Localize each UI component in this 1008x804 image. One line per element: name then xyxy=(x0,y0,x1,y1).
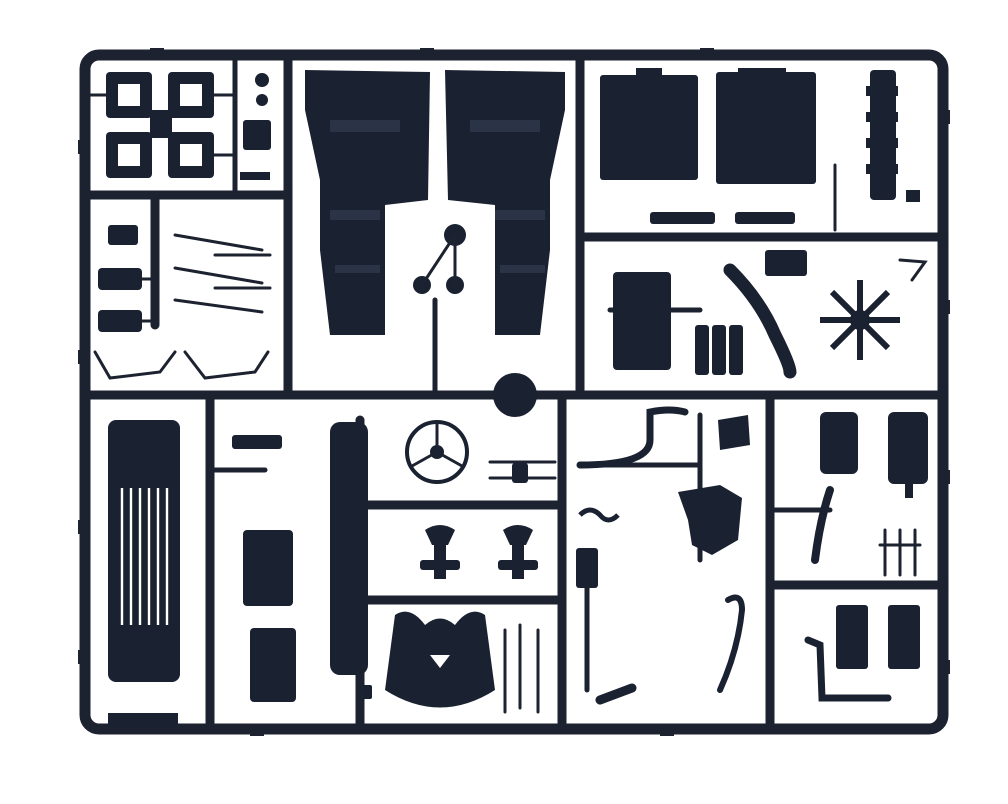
seat-back-parts xyxy=(232,435,296,702)
oil-filter-part xyxy=(576,548,598,693)
cooling-fan-part xyxy=(820,280,900,360)
steering-wheel-part xyxy=(405,420,469,484)
intake-pipe-part xyxy=(811,486,834,564)
small-box-part xyxy=(765,250,807,276)
exhaust-pipe-part xyxy=(723,263,797,379)
bent-pipe-part xyxy=(576,406,689,469)
thin-rod-parts xyxy=(173,233,272,314)
curved-hose-part xyxy=(717,594,746,693)
squiggle-hose-part xyxy=(578,507,620,523)
engine-block-half-right xyxy=(445,70,565,335)
sprue-hub-disc xyxy=(493,373,537,417)
fuel-tank-part xyxy=(613,272,671,370)
gear-lever-part xyxy=(488,460,557,483)
battery-box-parts xyxy=(836,605,920,669)
seat-base-part xyxy=(362,611,495,708)
radiator-stack-part xyxy=(866,70,920,202)
panel-plate-right xyxy=(716,68,816,184)
exhaust-tail-pipe-part xyxy=(804,636,892,702)
small-cylinder-parts xyxy=(98,225,157,332)
wire-stand-parts xyxy=(93,350,270,380)
frame-clip-parts xyxy=(878,528,922,577)
wire-clip-part xyxy=(898,258,928,282)
engine-block-half-left xyxy=(305,70,430,335)
long-rail-parts xyxy=(650,212,795,224)
pulley-belt-part xyxy=(413,224,466,294)
engine-head-part xyxy=(678,485,742,555)
panel-plate-left xyxy=(600,68,698,180)
sprue-runners xyxy=(80,50,948,734)
air-tank-parts xyxy=(820,412,928,498)
wheel-hub-parts xyxy=(83,72,237,178)
thin-frame-rods xyxy=(503,623,540,714)
pedal-assembly-part xyxy=(420,525,538,579)
engine-mount-part xyxy=(718,415,750,450)
sprue-edge-tabs xyxy=(78,48,950,736)
bumper-strip-part xyxy=(108,713,178,727)
small-brackets xyxy=(240,73,271,180)
multi-cylinder-part xyxy=(695,325,743,375)
handle-part xyxy=(595,683,637,705)
radiator-grille-part xyxy=(108,420,180,682)
long-body-panel-part xyxy=(330,422,368,675)
